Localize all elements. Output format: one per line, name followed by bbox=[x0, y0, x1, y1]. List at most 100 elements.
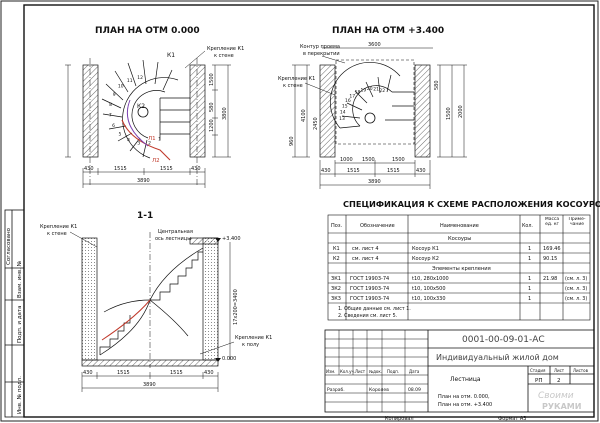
plan-b-step-number: 14 bbox=[340, 110, 346, 116]
spec-header-mass: Масса ед. кг bbox=[544, 217, 560, 227]
section-level-zero: 0.000 bbox=[222, 356, 236, 362]
watermark-2: РУКАМИ bbox=[542, 402, 581, 411]
section-wall-right bbox=[202, 237, 219, 361]
spec-cell: (см. л. 3) bbox=[565, 286, 587, 292]
plan-a-step-number: 11 bbox=[127, 78, 133, 84]
spec-cell: К1 bbox=[333, 246, 340, 252]
plan-b-step-number: 20 bbox=[367, 86, 373, 92]
plan-b-step-number: 15 bbox=[342, 104, 348, 110]
tb-col-header: №док. bbox=[369, 369, 382, 374]
spec-cell: (см. л. 3) bbox=[565, 296, 587, 302]
watermark-1: Своими bbox=[538, 391, 574, 401]
plan-a-wall-right bbox=[189, 64, 206, 158]
section-wall-left bbox=[81, 237, 98, 361]
plan-a-label-l2: Л2 bbox=[152, 158, 160, 164]
plan-a-dim-right-1: 1500 bbox=[209, 73, 215, 86]
tb-drawing-line1: План на отм. 0.000, bbox=[438, 394, 490, 400]
tb-col-header: Кол.уч. bbox=[340, 369, 355, 374]
plan-b-step-number: 18 bbox=[355, 90, 361, 96]
plan-a-step-number: 1 bbox=[158, 137, 161, 143]
plan-a-step-number: 5 bbox=[118, 132, 121, 138]
spec-cell: 1 bbox=[528, 296, 531, 302]
plan-a-step-number: 9 bbox=[113, 92, 116, 98]
spec-cell: 21.98 bbox=[543, 276, 557, 282]
plan-a-dim-right-3: 580 bbox=[209, 102, 215, 112]
plan-b-dim-right-1: 580 bbox=[434, 80, 440, 90]
spec-cell: ГОСТ 19903-74 bbox=[350, 276, 389, 282]
tb-sheets-header: Листов bbox=[573, 368, 589, 373]
plan-a-step-number: 7 bbox=[109, 113, 112, 119]
plan-b-step-number: 22 bbox=[379, 88, 385, 94]
section-title: 1-1 bbox=[137, 211, 153, 221]
spec-cell: 1 bbox=[528, 256, 531, 262]
plan-a-label-l1: Л1 bbox=[148, 136, 156, 142]
spec-note-1: 1. Общие данные см. лист 1. bbox=[338, 306, 411, 312]
spec-note-2: 2. Сведения см. лист 5. bbox=[338, 313, 397, 319]
spec-cell: ЗК1 bbox=[331, 276, 341, 282]
plan-b-wall-right bbox=[414, 64, 431, 158]
plan-b-dim-c1: 430 bbox=[321, 168, 331, 174]
plan-a: ПЛАН НА ОТМ 0.000 bbox=[65, 26, 244, 188]
section-dim-right: 17х200=3400 bbox=[233, 289, 239, 325]
tb-code: 0001-00-09-01-АС bbox=[462, 335, 545, 345]
plan-b-step-number: 16 bbox=[345, 98, 351, 104]
spec-cell: ГОСТ 19903-74 bbox=[350, 286, 389, 292]
plan-a-wall-left bbox=[82, 64, 99, 158]
tb-col-header: Дата bbox=[409, 369, 420, 374]
tb-sheet-header: Лист bbox=[554, 368, 565, 373]
plan-b-dim-b2: 1500 bbox=[362, 157, 375, 163]
plan-a-step-number: 2 bbox=[148, 140, 151, 146]
plan-a-note-fix-2: к стене bbox=[214, 53, 234, 59]
plan-a-dim-total: 3890 bbox=[137, 178, 150, 184]
plan-a-label-k1: К1 bbox=[167, 52, 175, 59]
section-note-fix-1: Крепление К1 bbox=[40, 224, 77, 230]
section-dim-b4: 430 bbox=[204, 370, 214, 376]
spec-cell: t10, 280х1000 bbox=[412, 276, 449, 282]
spec-cell: см. лист 4 bbox=[352, 256, 379, 262]
spec-group-title: Косоуры bbox=[448, 236, 471, 242]
plan-b-dim-left-1: 960 bbox=[289, 136, 295, 146]
plan-a-step-number: 3 bbox=[137, 141, 140, 147]
spec-header-name: Наименование bbox=[440, 223, 479, 229]
section-1-1: 1-1 Крепление К1 к стене Центральная ось… bbox=[40, 211, 272, 392]
section-stair-flight bbox=[99, 247, 204, 356]
strip-label-inv-orig: Инв. № подл. bbox=[17, 376, 23, 414]
plan-b-dim-right-2: 1500 bbox=[446, 107, 452, 120]
section-top-slab bbox=[189, 237, 219, 245]
section-level-top: +3.400 bbox=[222, 236, 241, 242]
plan-a-dim-b1: 430 bbox=[84, 166, 94, 172]
plan-b-wall-left bbox=[319, 64, 336, 158]
section-dim-total: 3890 bbox=[143, 382, 156, 388]
left-approval-strip bbox=[4, 209, 25, 418]
spec-cell: Косоур К2 bbox=[412, 256, 439, 262]
spec-cell: ЗК3 bbox=[331, 296, 341, 302]
tb-stage: РП bbox=[535, 378, 542, 384]
plan-b-spiral-stair bbox=[330, 62, 414, 129]
plan-b-dim-left-3: 2450 bbox=[313, 117, 319, 130]
plan-b-dim-b1: 1000 bbox=[340, 157, 353, 163]
section-note-fix2-2: к полу bbox=[242, 342, 259, 348]
tb-developer: Королев bbox=[369, 387, 389, 393]
plan-a-title: ПЛАН НА ОТМ 0.000 bbox=[95, 26, 200, 36]
plan-a-step-number: 10 bbox=[118, 84, 124, 90]
tb-stage-header: Стадия bbox=[530, 368, 546, 373]
spec-cell: 1 bbox=[528, 286, 531, 292]
spec-cell: ГОСТ 19903-74 bbox=[350, 296, 389, 302]
plan-b-note-rail-2: в перекрытии bbox=[303, 51, 340, 57]
tb-sheet: 2 bbox=[557, 378, 561, 384]
plan-a-step-number: 4 bbox=[127, 138, 130, 144]
section-red-flight bbox=[101, 299, 151, 341]
spec-cell: t10, 100х500 bbox=[412, 286, 446, 292]
tb-col-header: Изм. bbox=[326, 369, 335, 374]
plan-b-dim-left-2: 4100 bbox=[301, 109, 307, 122]
spec-cell: Косоур К1 bbox=[412, 246, 439, 252]
spec-header-designation: Обозначение bbox=[360, 223, 395, 229]
plan-a-red-stringer bbox=[121, 119, 171, 161]
plan-a-dim-right-2: 1200 bbox=[209, 119, 215, 132]
plan-a-dim-b3: 1515 bbox=[160, 166, 173, 172]
spec-cell: 1 bbox=[528, 276, 531, 282]
